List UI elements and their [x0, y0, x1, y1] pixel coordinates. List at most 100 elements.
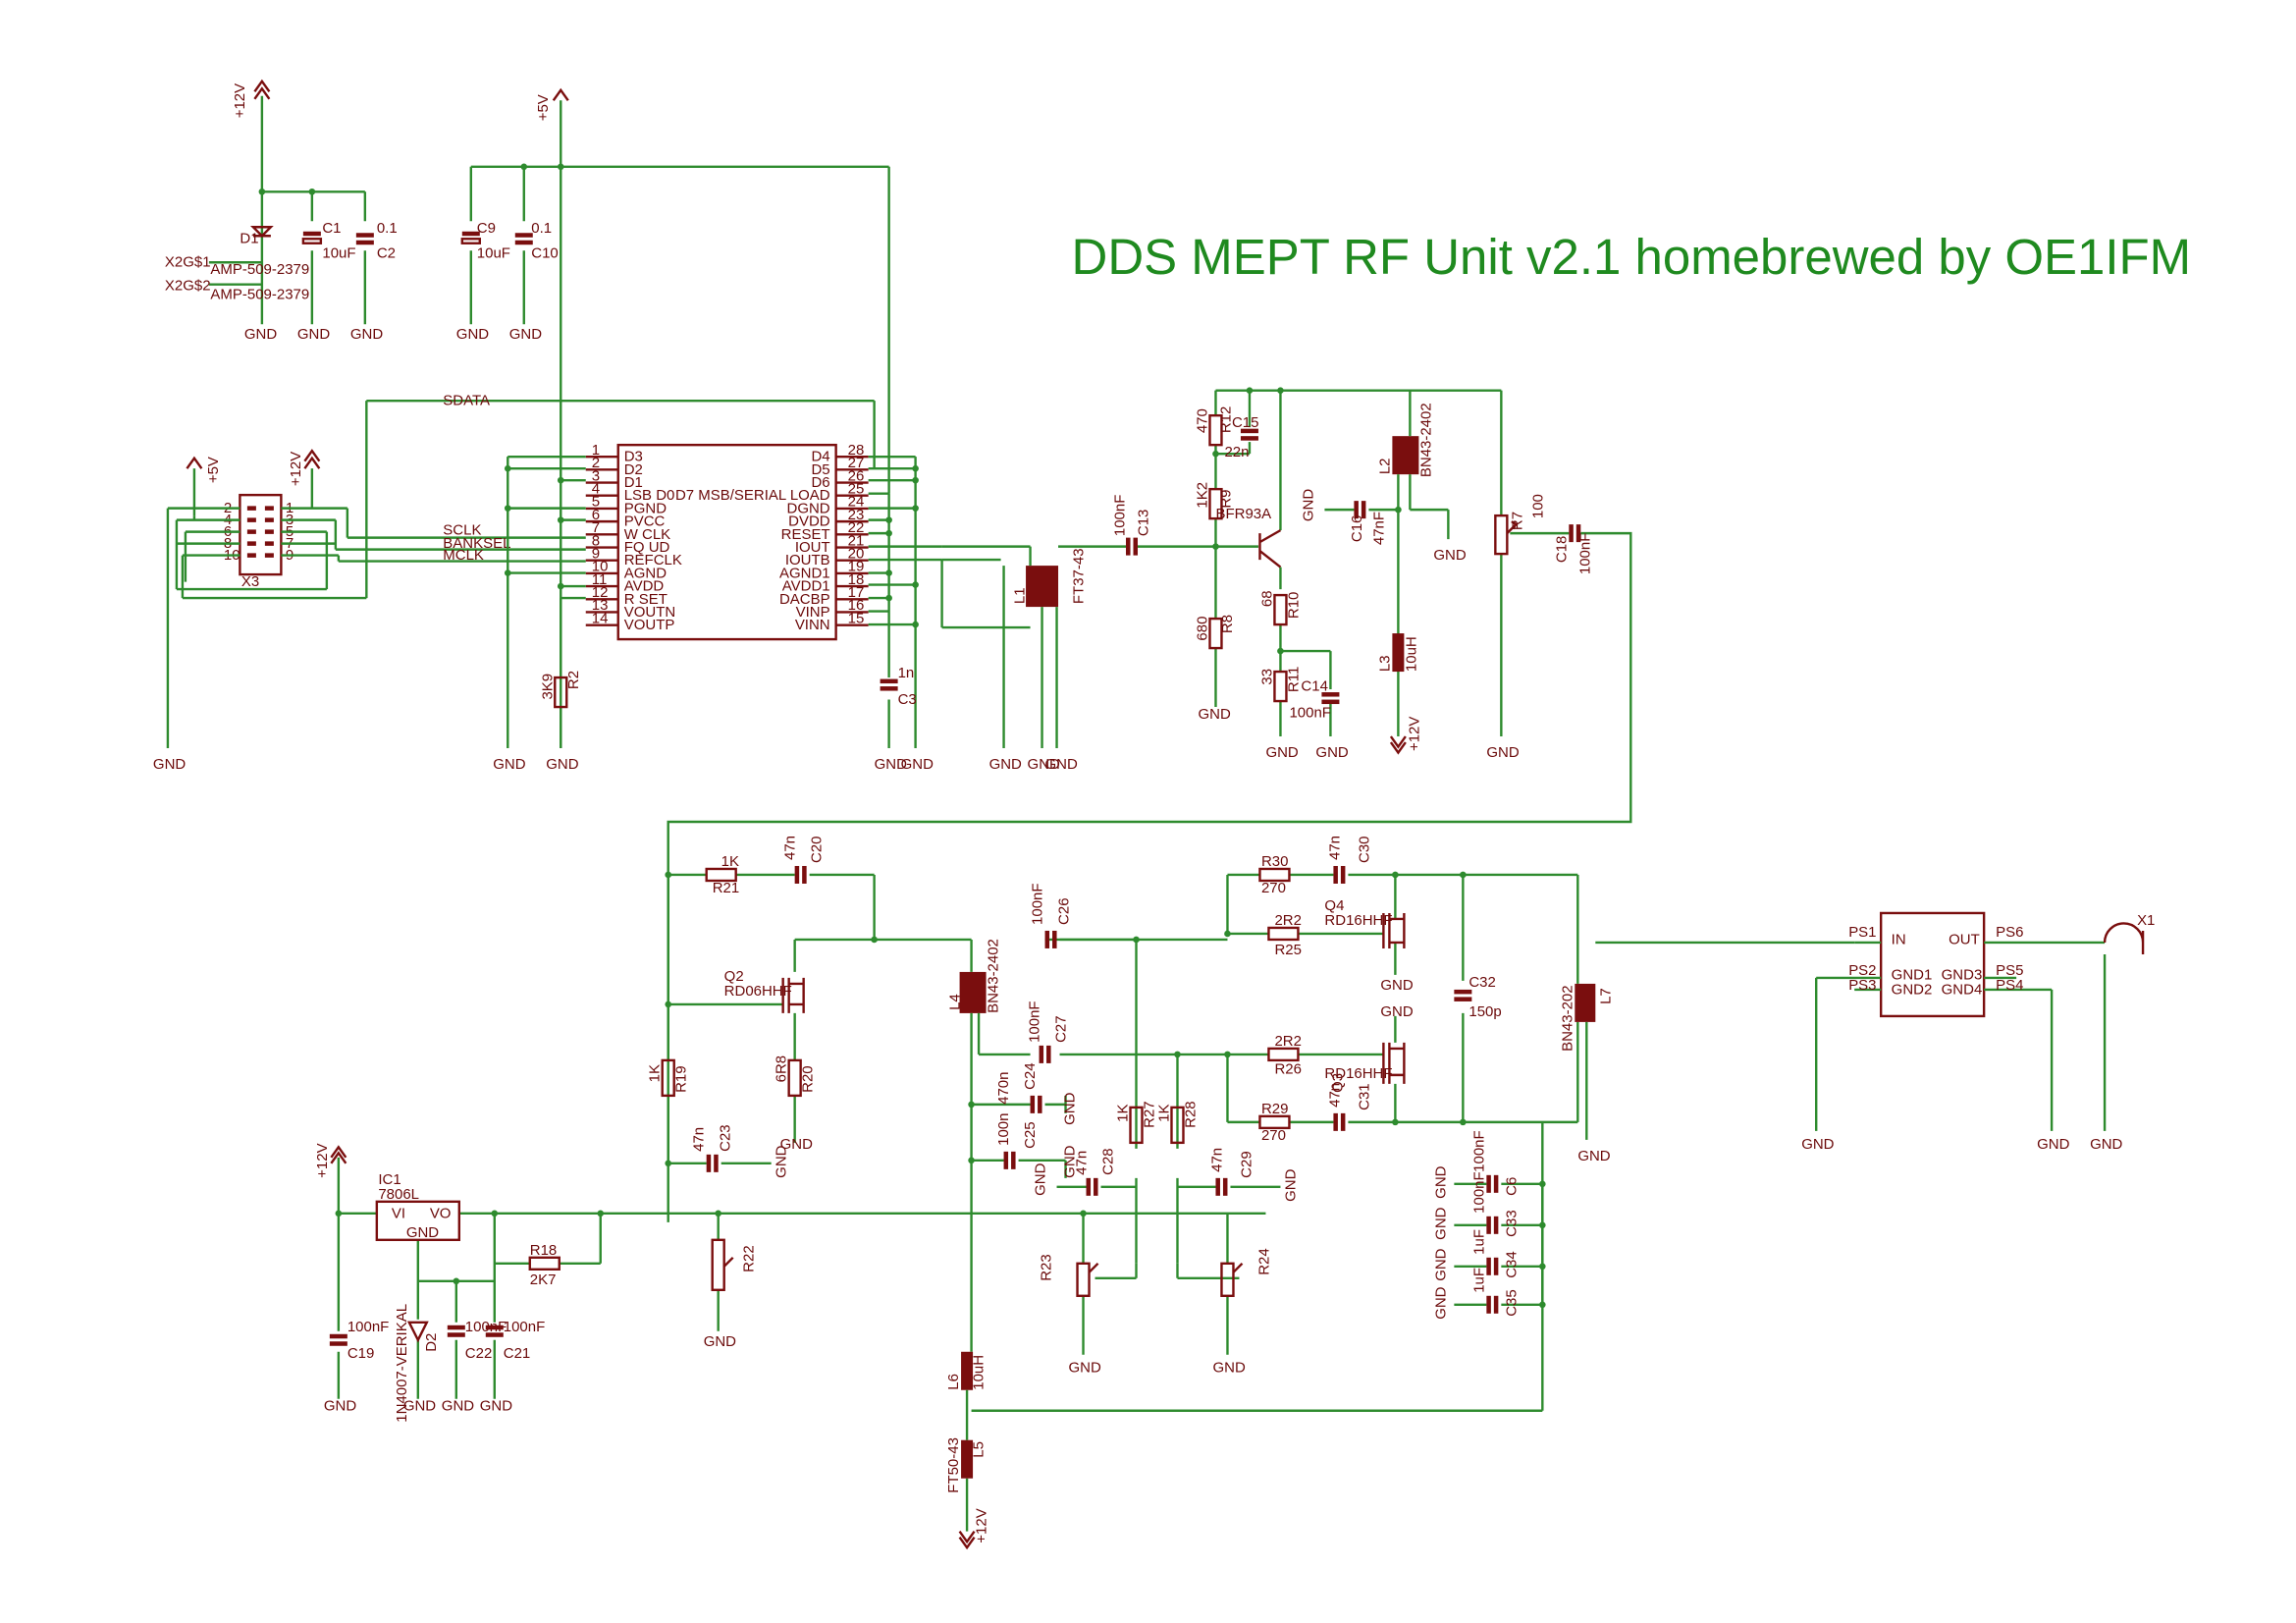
dds-pin-number: 11 — [592, 571, 608, 588]
x3-pin — [264, 529, 274, 534]
decoupling-cap-plate — [1493, 1174, 1499, 1193]
svg-text:PS3: PS3 — [1848, 977, 1876, 994]
dds-pin-name: IOUTB — [785, 552, 830, 568]
dds-pin-number: 27 — [848, 455, 865, 471]
svg-text:100nF: 100nF — [504, 1319, 546, 1335]
svg-text:R23: R23 — [1039, 1254, 1055, 1281]
svg-text:47n: 47n — [691, 1127, 708, 1152]
svg-text:100n: 100n — [995, 1113, 1012, 1146]
svg-text:33: 33 — [1258, 669, 1275, 685]
svg-text:1K2: 1K2 — [1194, 482, 1210, 509]
svg-text:GND: GND — [704, 1333, 736, 1350]
svg-text:R2: R2 — [565, 671, 582, 689]
dds-pin-name: PGND — [624, 500, 667, 516]
dds-pin-name: D2 — [624, 461, 643, 478]
dds-pin-name: DACBP — [779, 591, 830, 608]
svg-text:R26: R26 — [1274, 1060, 1302, 1077]
svg-text:GND: GND — [324, 1398, 356, 1415]
dds-pin-number: 12 — [592, 584, 609, 601]
svg-text:10uH: 10uH — [1403, 636, 1419, 672]
svg-text:GND4: GND4 — [1942, 981, 1983, 998]
svg-text:GND: GND — [1062, 1145, 1079, 1177]
amplifier-stage-t1: 470 R12 C15 22n 1K2 R9 BFR93A 680 R8 68 … — [667, 387, 1632, 1222]
dds-pin-number: 4 — [592, 480, 600, 497]
dds-pin-number: 1 — [592, 442, 600, 459]
svg-text:+5V: +5V — [205, 457, 222, 483]
decoupling-cap-plate — [1493, 1216, 1499, 1234]
dds-pin-number: 8 — [592, 532, 600, 549]
decoupling-cap-plate — [1486, 1216, 1491, 1234]
dds-pin-number: 22 — [848, 519, 865, 536]
svg-text:GND: GND — [1033, 1163, 1049, 1195]
svg-text:GND: GND — [1315, 744, 1348, 761]
svg-text:R10: R10 — [1285, 592, 1302, 620]
svg-text:1K: 1K — [647, 1064, 664, 1082]
svg-text:R11: R11 — [1285, 667, 1302, 692]
dds-pin-name: LSB D0 — [624, 487, 675, 504]
svg-text:L4: L4 — [947, 994, 964, 1010]
dds-pin-name: D1 — [624, 474, 643, 491]
svg-text:47n: 47n — [782, 836, 799, 860]
svg-text:C14: C14 — [1301, 678, 1328, 695]
svg-text:R12: R12 — [1217, 406, 1234, 434]
decoupling-cap-plate — [1493, 1257, 1499, 1275]
driver-stage-q2: 1K R21 47n C20 Q2 RD06HHF 1K R19 6R8 R20… — [647, 836, 972, 1178]
svg-text:GND: GND — [1045, 756, 1078, 773]
svg-text:10uH: 10uH — [971, 1355, 988, 1390]
svg-text:R22: R22 — [741, 1245, 758, 1272]
x3-pin — [246, 553, 256, 558]
svg-text:100nF: 100nF — [1112, 495, 1129, 537]
dds-pin-number: 10 — [592, 559, 609, 575]
svg-text:GND: GND — [774, 1145, 790, 1177]
svg-text:0.1: 0.1 — [531, 220, 552, 237]
svg-text:R8: R8 — [1219, 615, 1236, 633]
svg-text:PS6: PS6 — [1996, 924, 2023, 941]
x3-pin — [246, 541, 256, 546]
svg-text:R27: R27 — [1141, 1101, 1157, 1128]
svg-text:GND: GND — [1300, 489, 1316, 521]
decoupling-cap-value: 1uF — [1470, 1229, 1487, 1255]
svg-text:AMP-509-2379: AMP-509-2379 — [210, 287, 309, 303]
svg-text:1N4007-VERIKAL: 1N4007-VERIKAL — [394, 1304, 410, 1423]
dds-pin-name: D5 — [811, 461, 829, 478]
decoupling-cap-plate — [1493, 1295, 1499, 1314]
svg-text:GND: GND — [153, 756, 186, 773]
dds-pin-name: R SET — [624, 591, 667, 608]
supply-chokes: L6 10uH FT50-43 L5 +12V — [945, 1351, 990, 1550]
svg-text:PS4: PS4 — [1996, 977, 2023, 994]
decoupling-cap-value: 100nF — [1470, 1171, 1487, 1214]
svg-text:GND: GND — [1486, 744, 1519, 761]
decoupling-cap-ref: C34 — [1503, 1251, 1520, 1278]
power-input-12v: +12V D1 C1 10uF 0.1 C2 X2G$1 AMP-509-237… — [165, 79, 398, 343]
dds-pin-number: 26 — [848, 467, 865, 484]
decoupling-cap-ref: C35 — [1503, 1289, 1520, 1317]
svg-text:470n: 470n — [995, 1072, 1012, 1105]
svg-text:GND: GND — [989, 756, 1022, 773]
decoupling-cap-plate — [1486, 1295, 1491, 1314]
svg-text:L6: L6 — [945, 1374, 962, 1390]
svg-text:Q3: Q3 — [1329, 1073, 1346, 1093]
decoupling-cap-plate — [1486, 1174, 1491, 1193]
dds-pin-name: DGND — [787, 500, 830, 516]
svg-text:GND: GND — [1432, 1207, 1449, 1239]
svg-text:C13: C13 — [1136, 510, 1152, 537]
svg-text:270: 270 — [1261, 880, 1286, 896]
svg-text:C20: C20 — [809, 836, 826, 863]
x3-pin — [264, 517, 274, 522]
dds-pin-name: D6 — [811, 474, 829, 491]
dds-pin-number: 19 — [848, 559, 865, 575]
svg-text:C31: C31 — [1356, 1083, 1372, 1110]
svg-text:RD06HHF: RD06HHF — [724, 983, 792, 1000]
svg-text:GND: GND — [1028, 756, 1060, 773]
svg-text:GND: GND — [406, 1224, 439, 1241]
svg-text:C19: C19 — [347, 1345, 375, 1362]
svg-text:GND: GND — [1380, 1003, 1413, 1020]
svg-text:100nF: 100nF — [347, 1319, 390, 1335]
dds-pin-number: 3 — [592, 467, 600, 484]
svg-text:C2: C2 — [377, 245, 396, 262]
schematic-title: DDS MEPT RF Unit v2.1 homebrewed by OE1I… — [1072, 229, 2192, 285]
dds-pin-number: 5 — [592, 494, 600, 511]
